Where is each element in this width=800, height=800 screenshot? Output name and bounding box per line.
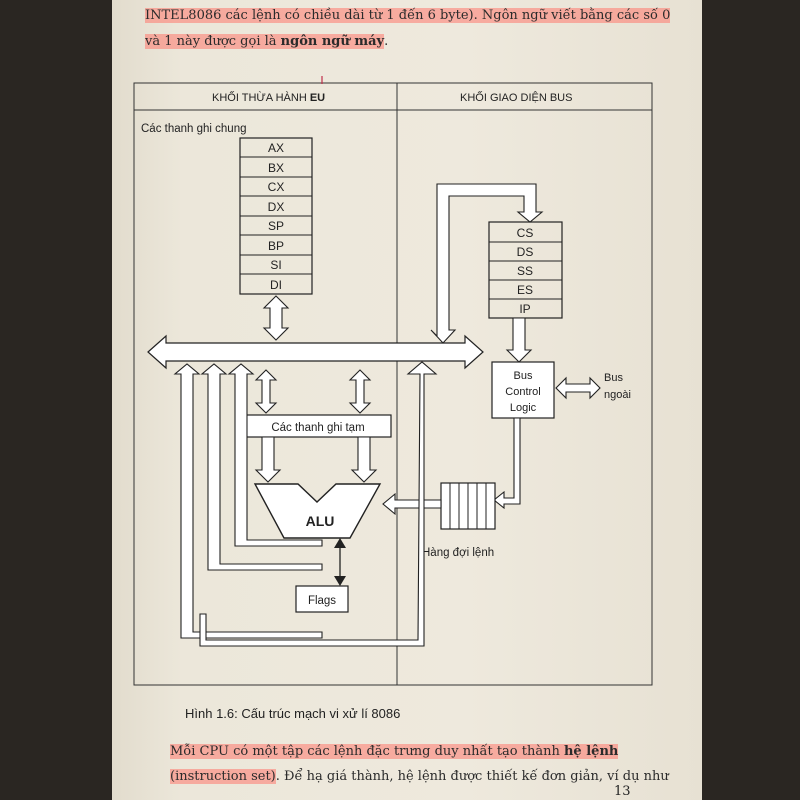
alu-flags-arrowhead-down-icon (334, 576, 346, 586)
biu-header: KHỐI GIAO DIỆN BUS (460, 90, 572, 104)
bottom-text-line-2: (instruction set). Để hạ giá thành, hệ l… (170, 769, 669, 784)
alu-flags-arrowhead-up-icon (334, 538, 346, 548)
register-ss: SS (517, 264, 533, 278)
instruction-queue-label: Hàng đợi lệnh (422, 547, 494, 559)
register-cs: CS (517, 226, 534, 240)
bus-temp-arrow-right-icon (348, 369, 372, 414)
segment-registers: CS DS SS ES IP (488, 221, 563, 319)
register-ds: DS (517, 245, 534, 259)
segment-control-arrow-icon (505, 317, 533, 363)
bus-segment-arrow-icon (430, 183, 544, 344)
register-es: ES (517, 283, 533, 297)
bottom-text-line-2-term: (instruction set) (170, 769, 276, 784)
alu-label: ALU (306, 513, 335, 529)
bus-temp-arrow-left-icon (254, 369, 278, 414)
register-dx: DX (268, 200, 285, 214)
figure-caption: Hình 1.6: Cấu trúc mạch vi xử lí 8086 (185, 706, 401, 721)
top-text-line-2: và 1 này được gọi là ngôn ngữ máy. (145, 34, 388, 49)
register-cx: CX (268, 180, 285, 194)
bus-control-line-3: Logic (510, 402, 537, 414)
diagram-frame (133, 82, 653, 686)
instruction-queue (440, 482, 496, 530)
general-registers: AX BX CX DX SP BP SI DI (239, 137, 313, 295)
bus-control-logic-box (491, 361, 555, 419)
cpu-8086-diagram: KHỐI THỪA HÀNH EU KHỐI GIAO DIỆN BUS exe… (133, 76, 653, 686)
top-text-line-2-highlight: và 1 này được gọi là ngôn ngữ máy (145, 34, 385, 49)
temp-alu-arrow-right-icon (350, 436, 378, 483)
external-bus-label-1: Bus (604, 372, 623, 384)
bus-control-line-1: Bus (514, 370, 533, 382)
top-text-period: . (384, 34, 389, 49)
register-di: DI (270, 278, 282, 292)
bottom-text-bold-term: hệ lệnh (563, 744, 619, 759)
alu-feedback-loop-outer-icon (173, 363, 323, 639)
register-ip: IP (519, 302, 530, 316)
flags-box (295, 585, 349, 613)
temp-registers-label: Các thanh ghi tạm (271, 422, 364, 434)
eu-header-abbr: EU (310, 92, 325, 104)
alu-feedback-loop-inner-icon (227, 363, 323, 547)
external-bus-arrow-icon (555, 376, 601, 400)
register-si: SI (270, 258, 281, 272)
external-bus-label-2: ngoài (604, 389, 631, 401)
general-registers-label: Các thanh ghi chung (141, 123, 247, 135)
alu-shape (253, 483, 382, 539)
regs-bus-arrow-icon (262, 295, 290, 341)
top-text-line-1: INTEL8086 các lệnh có chiều dài từ 1 đến… (145, 8, 671, 23)
temp-alu-arrow-left-icon (254, 436, 282, 483)
page-number: 13 (614, 784, 631, 799)
register-bp: BP (268, 239, 284, 253)
queue-alu-arrow-icon (382, 492, 442, 516)
register-bx: BX (268, 161, 284, 175)
register-sp: SP (268, 219, 284, 233)
eu-header: KHỐI THỪA HÀNH EU (212, 90, 325, 104)
bottom-text-line-1: Mỗi CPU có một tập các lệnh đặc trưng du… (170, 744, 619, 759)
top-text-line-2-start: và 1 này được gọi là (145, 34, 281, 49)
bottom-text-line-1-start: Mỗi CPU có một tập các lệnh đặc trưng du… (170, 744, 564, 759)
top-text-bold-term: ngôn ngữ máy (280, 34, 385, 49)
alu-feedback-loop-middle-icon (200, 363, 323, 571)
eu-header-text: KHỐI THỪA HÀNH (212, 90, 310, 104)
flags-label: Flags (308, 595, 336, 607)
bottom-text-line-2-rest: . Để hạ giá thành, hệ lệnh được thiết kế… (275, 769, 669, 784)
top-text-line-1-rest: các lệnh có chiều dài từ 1 đến 6 byte). … (221, 8, 671, 23)
bus-flags-loop-icon (199, 361, 438, 647)
handwritten-arrow-icon (321, 76, 323, 84)
top-text-intel: INTEL8086 (145, 8, 222, 23)
control-queue-arrow-icon (493, 417, 521, 510)
register-ax: AX (268, 141, 284, 155)
bus-control-line-2: Control (505, 386, 540, 398)
internal-bus-icon (147, 334, 484, 370)
